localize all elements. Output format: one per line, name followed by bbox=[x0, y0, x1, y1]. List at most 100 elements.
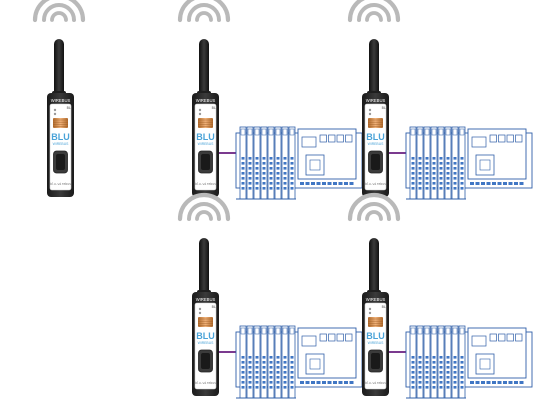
plc-terminal bbox=[453, 386, 457, 389]
plc-cpu-port bbox=[489, 134, 497, 143]
plc-terminal bbox=[432, 366, 436, 369]
plc-terminal bbox=[276, 361, 280, 364]
plc-terminal bbox=[460, 182, 464, 185]
plc-terminal bbox=[425, 182, 429, 185]
plc-terminal bbox=[446, 371, 450, 374]
plc-terminal bbox=[446, 356, 450, 359]
plc-terminal bbox=[453, 157, 457, 160]
plc-terminal bbox=[418, 182, 422, 185]
plc-lower-terminal bbox=[311, 182, 315, 185]
plc-terminal bbox=[248, 167, 252, 170]
plc-terminal bbox=[418, 356, 422, 359]
plc-terminal bbox=[241, 187, 245, 190]
plc-terminal bbox=[290, 162, 294, 165]
plc-lower-terminal bbox=[470, 381, 474, 384]
plc-terminal bbox=[262, 361, 266, 364]
led-2 bbox=[53, 112, 57, 116]
plc-module-cap bbox=[261, 128, 267, 136]
plc-lower-terminal bbox=[514, 381, 518, 384]
device-side-mark: BL bbox=[212, 106, 216, 110]
plc-terminal bbox=[411, 361, 415, 364]
device-brand: BLU bbox=[196, 132, 215, 142]
plc-terminal bbox=[248, 361, 252, 364]
plc-terminal bbox=[248, 157, 252, 160]
plc-terminal bbox=[460, 172, 464, 175]
plc-terminal bbox=[262, 376, 266, 379]
plc-terminal bbox=[241, 182, 245, 185]
plc-terminal bbox=[255, 162, 259, 165]
plc-terminal bbox=[418, 386, 422, 389]
plc-terminal bbox=[446, 182, 450, 185]
plc-terminal bbox=[439, 172, 443, 175]
plc-terminal bbox=[432, 157, 436, 160]
plc-terminal bbox=[262, 157, 266, 160]
plc-terminal bbox=[439, 157, 443, 160]
plc-module-cap bbox=[459, 128, 465, 136]
plc-terminal bbox=[453, 182, 457, 185]
plc-terminal bbox=[453, 361, 457, 364]
plc-terminal bbox=[283, 371, 287, 374]
plc-terminal bbox=[290, 366, 294, 369]
plc-terminal bbox=[276, 162, 280, 165]
plc-lower-terminal bbox=[492, 381, 496, 384]
plc-terminal bbox=[262, 366, 266, 369]
plc-terminal bbox=[283, 182, 287, 185]
plc-terminal bbox=[276, 182, 280, 185]
device-bottom-label: blu.wirebus bbox=[195, 182, 216, 186]
plc-lower-terminal bbox=[300, 381, 304, 384]
plc-terminal bbox=[411, 177, 415, 180]
plc-terminal bbox=[248, 376, 252, 379]
plc-terminal bbox=[439, 182, 443, 185]
plc-terminal bbox=[439, 386, 443, 389]
plc-terminal bbox=[269, 386, 273, 389]
plc-lower-terminal bbox=[492, 182, 496, 185]
device-top-label: WIREBUS bbox=[366, 297, 386, 302]
plc-terminal bbox=[425, 381, 429, 384]
plc-terminal bbox=[460, 356, 464, 359]
antenna bbox=[199, 39, 209, 97]
plc-terminal bbox=[255, 167, 259, 170]
plc-terminal bbox=[241, 381, 245, 384]
plc-terminal bbox=[290, 356, 294, 359]
plc-terminal bbox=[460, 167, 464, 170]
plc-module-cap bbox=[424, 327, 430, 335]
device-bottom-label: blu.wirebus bbox=[50, 182, 71, 186]
plc-lower-terminal bbox=[333, 182, 337, 185]
device-side-mark: BL bbox=[212, 305, 216, 309]
device-brand-sub: WIREBUS bbox=[368, 341, 385, 345]
plc-terminal bbox=[241, 177, 245, 180]
plc-terminal bbox=[283, 381, 287, 384]
plc-terminal bbox=[241, 157, 245, 160]
antenna bbox=[199, 238, 209, 296]
plc-cpu-panel bbox=[301, 335, 317, 347]
device-face bbox=[364, 302, 387, 390]
plc-terminal bbox=[439, 187, 443, 190]
plc-terminal bbox=[255, 381, 259, 384]
plc-terminal bbox=[453, 177, 457, 180]
device-bottom-label: blu.wirebus bbox=[195, 381, 216, 385]
plc-terminal bbox=[262, 167, 266, 170]
plc-terminal bbox=[446, 177, 450, 180]
plc-terminal bbox=[411, 356, 415, 359]
device-brand: BLU bbox=[366, 132, 385, 142]
plc-cpu-slot-inner bbox=[479, 358, 491, 370]
wifi-arc-1 bbox=[177, 192, 231, 222]
plc-lower-terminal bbox=[349, 182, 354, 185]
copper-coil bbox=[368, 317, 383, 327]
plc-terminal bbox=[269, 182, 273, 185]
plc-module-cap bbox=[438, 327, 444, 335]
plc-terminal bbox=[276, 187, 280, 190]
plc-module-cap bbox=[254, 128, 260, 136]
plc-terminal bbox=[255, 386, 259, 389]
plc-cpu-port bbox=[319, 134, 327, 143]
device-bottom-label: blu.wirebus bbox=[365, 381, 386, 385]
plc-module-cap bbox=[247, 128, 253, 136]
plc-terminal bbox=[241, 167, 245, 170]
device-face bbox=[364, 103, 387, 191]
plc-terminal bbox=[425, 376, 429, 379]
plc-terminal bbox=[290, 182, 294, 185]
plc-terminal bbox=[262, 187, 266, 190]
plc-module-cap bbox=[268, 128, 274, 136]
plc-terminal bbox=[418, 371, 422, 374]
plc-terminal bbox=[411, 366, 415, 369]
